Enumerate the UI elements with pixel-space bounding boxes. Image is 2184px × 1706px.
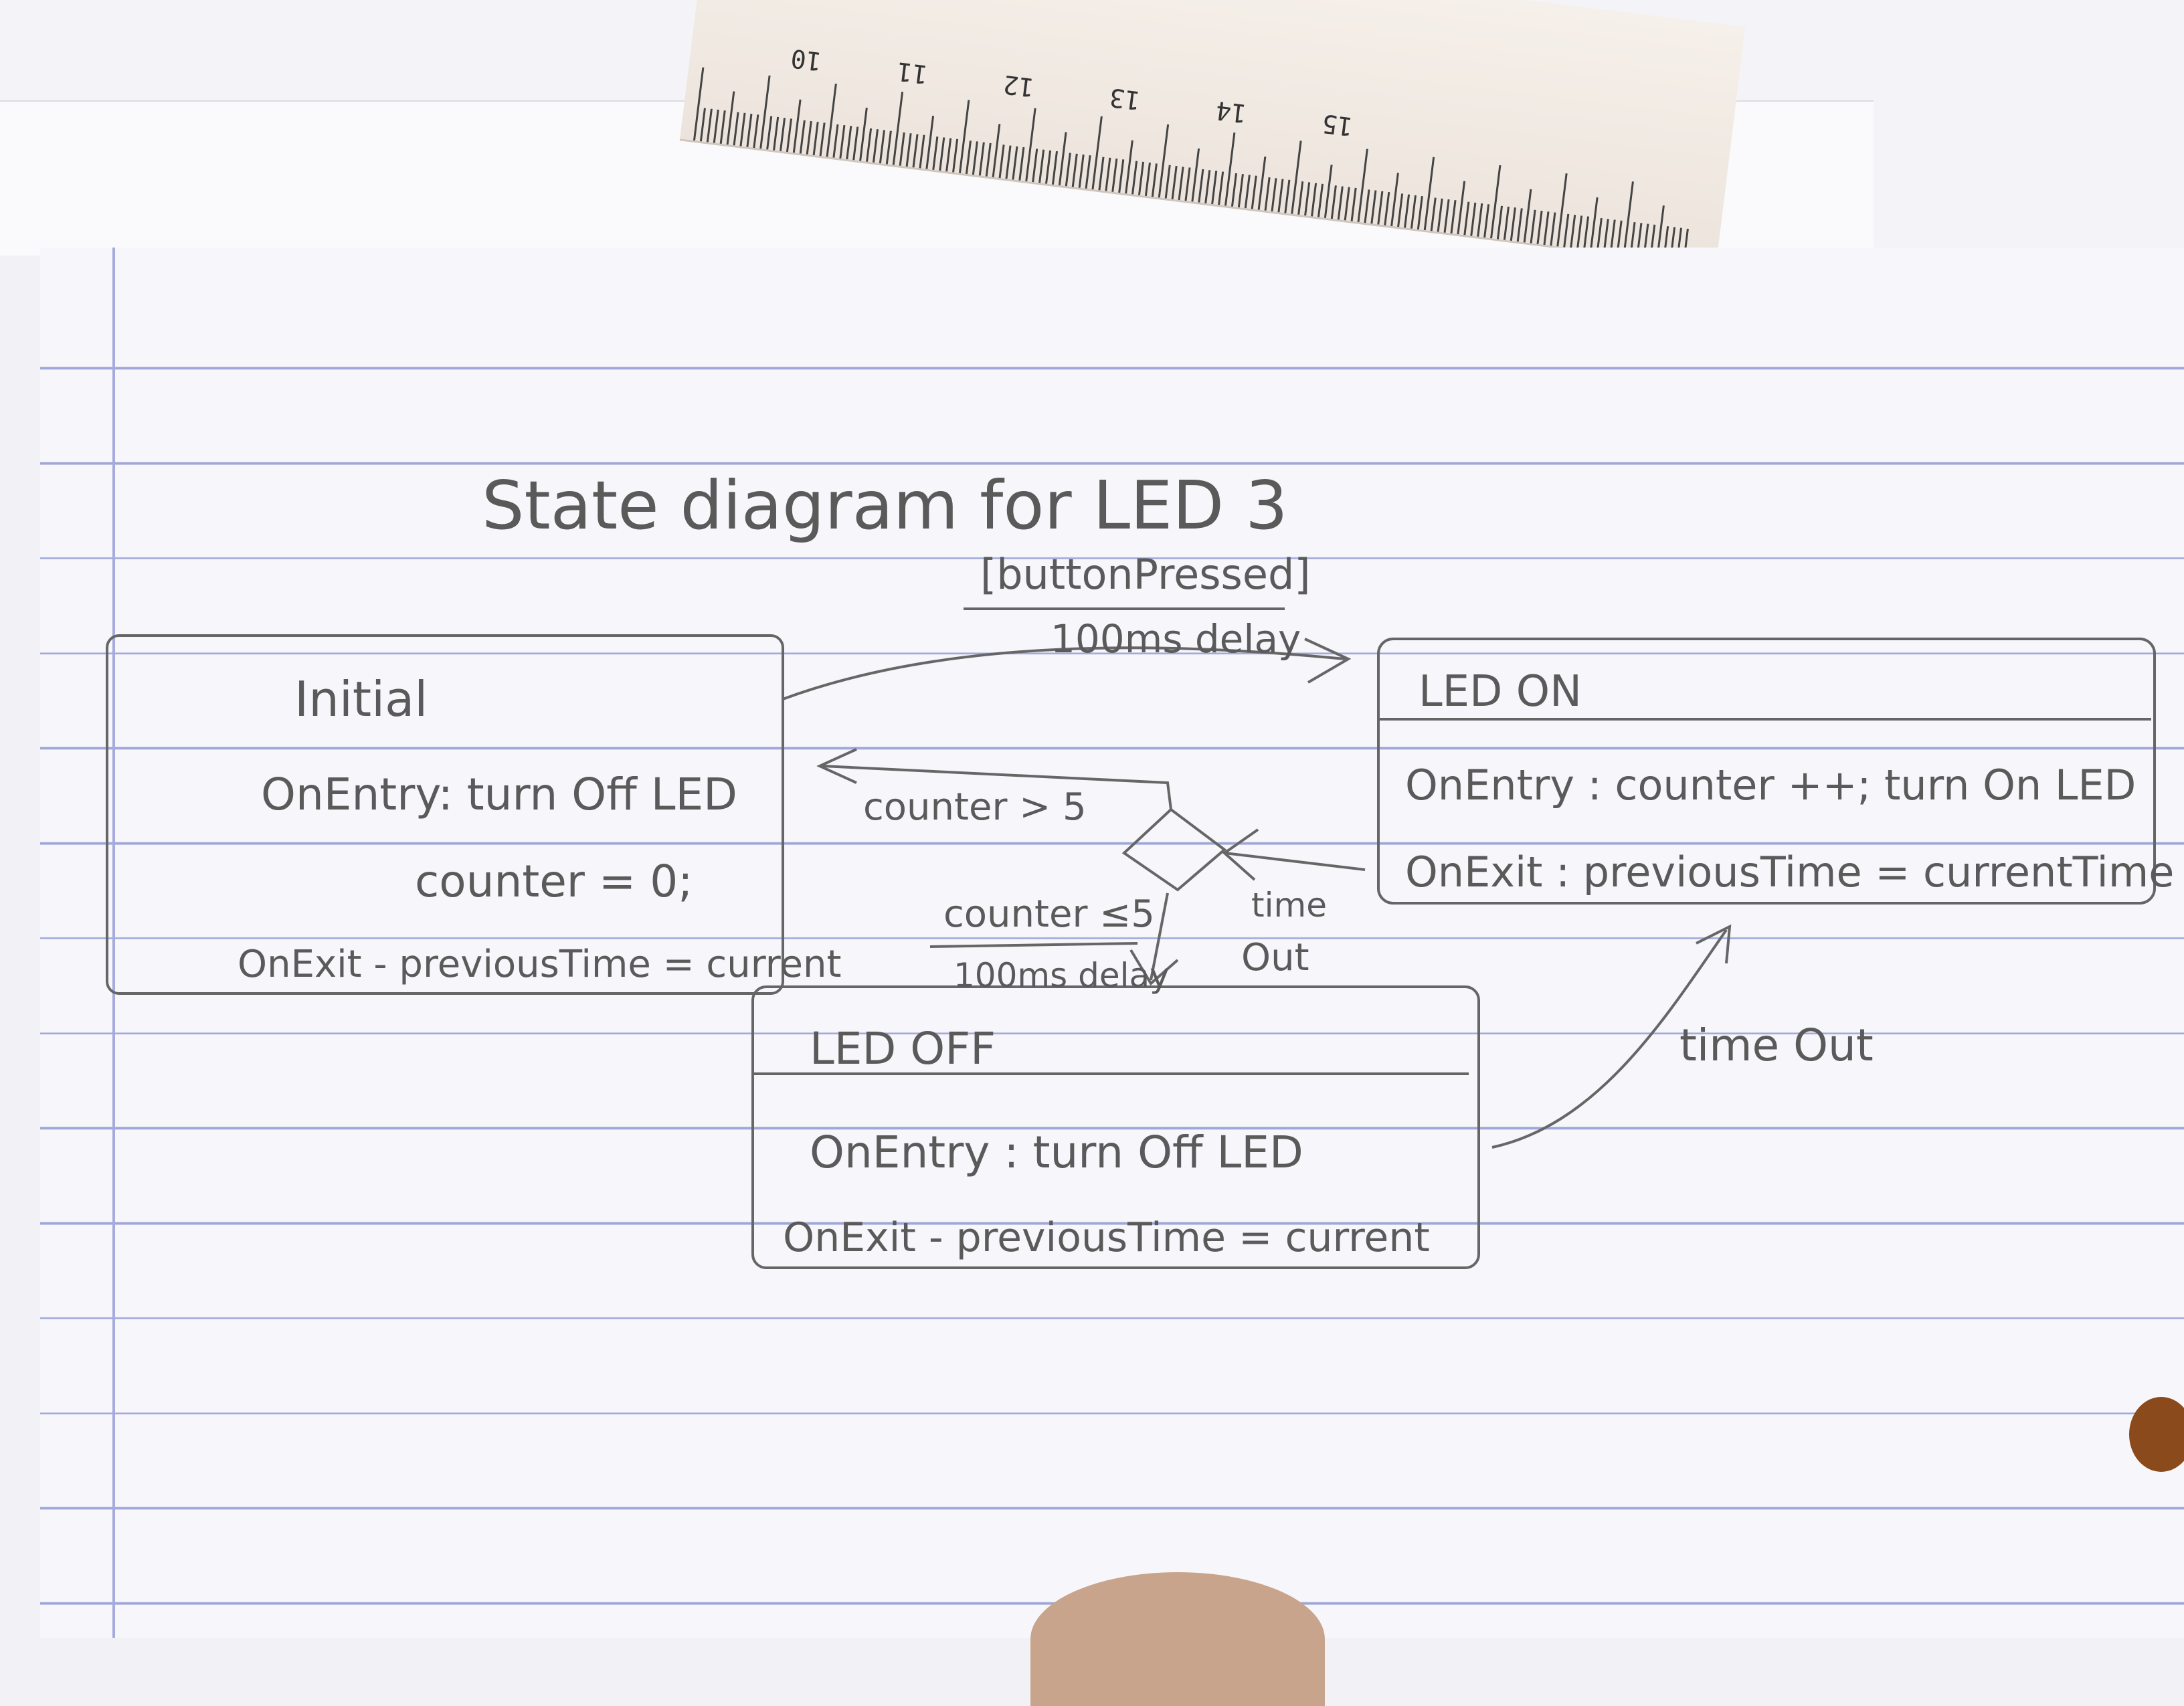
state-led-off-on-entry: OnEntry : turn Off LED	[810, 1127, 1303, 1178]
transition-choice-to-initial: counter > 5	[863, 785, 1087, 829]
state-led-off-on-exit: OnExit - previousTime = current	[783, 1214, 1430, 1261]
state-initial-on-exit: OnExit - previousTime = current	[238, 943, 841, 986]
transition-initial-to-on-guard: [buttonPressed]	[980, 550, 1311, 599]
lined-paper	[40, 248, 2184, 1638]
state-led-on-on-exit: OnExit : previousTime = currentTime	[1405, 848, 2174, 896]
transition-initial-to-on-action: 100ms delay	[1051, 616, 1301, 662]
state-led-off-name: LED OFF	[810, 1023, 996, 1074]
diagram-title: State diagram for LED 3	[482, 466, 1288, 545]
transition-off-to-on: time Out	[1679, 1020, 1874, 1071]
transition-choice-to-off-guard: counter ≤5	[943, 892, 1155, 936]
state-led-off: LED OFF OnEntry : turn Off LED OnExit - …	[751, 985, 1480, 1269]
choice-guard-underline	[929, 942, 1138, 948]
punch-hole	[2129, 1397, 2184, 1472]
state-led-on-box	[1377, 638, 2156, 905]
arrowhead-on-to-choice	[1222, 828, 1259, 881]
arrowhead-initial-to-on	[1304, 638, 1352, 684]
transition-choice-to-off-action: 100ms delay	[953, 956, 1170, 995]
state-led-off-box	[751, 985, 1480, 1269]
state-initial-on-entry: OnEntry: turn Off LED	[261, 769, 737, 820]
state-initial-name: Initial	[294, 671, 428, 727]
arrowhead-off-to-on	[1696, 924, 1732, 964]
state-led-on-name: LED ON	[1419, 667, 1582, 717]
state-led-on-on-entry: OnEntry : counter ++; turn On LED	[1405, 761, 2136, 810]
margin-line	[112, 248, 115, 1638]
state-initial: Initial OnEntry: turn Off LED counter = …	[106, 634, 841, 995]
arrow-choice-to-off	[1150, 892, 1169, 981]
arrow-on-to-choice	[1224, 852, 1366, 871]
state-led-on: LED ON OnEntry : counter ++; turn On LED…	[1377, 638, 2174, 905]
state-initial-on-entry-2: counter = 0;	[415, 856, 693, 907]
state-diagram: State diagram for LED 3 Initial OnEntry:…	[106, 466, 2174, 1269]
transition-on-to-choice-1: time	[1251, 886, 1327, 925]
arrowhead-choice-to-off	[1129, 949, 1179, 986]
choice-node	[1121, 808, 1227, 892]
arrow-initial-to-on	[782, 646, 1346, 700]
arrowhead-choice-to-initial	[816, 748, 857, 784]
arrow-off-to-on	[1491, 929, 1728, 1149]
state-initial-box	[106, 634, 784, 995]
transition-on-to-choice-2: Out	[1241, 936, 1309, 979]
arrow-choice-to-initial	[822, 765, 1172, 810]
